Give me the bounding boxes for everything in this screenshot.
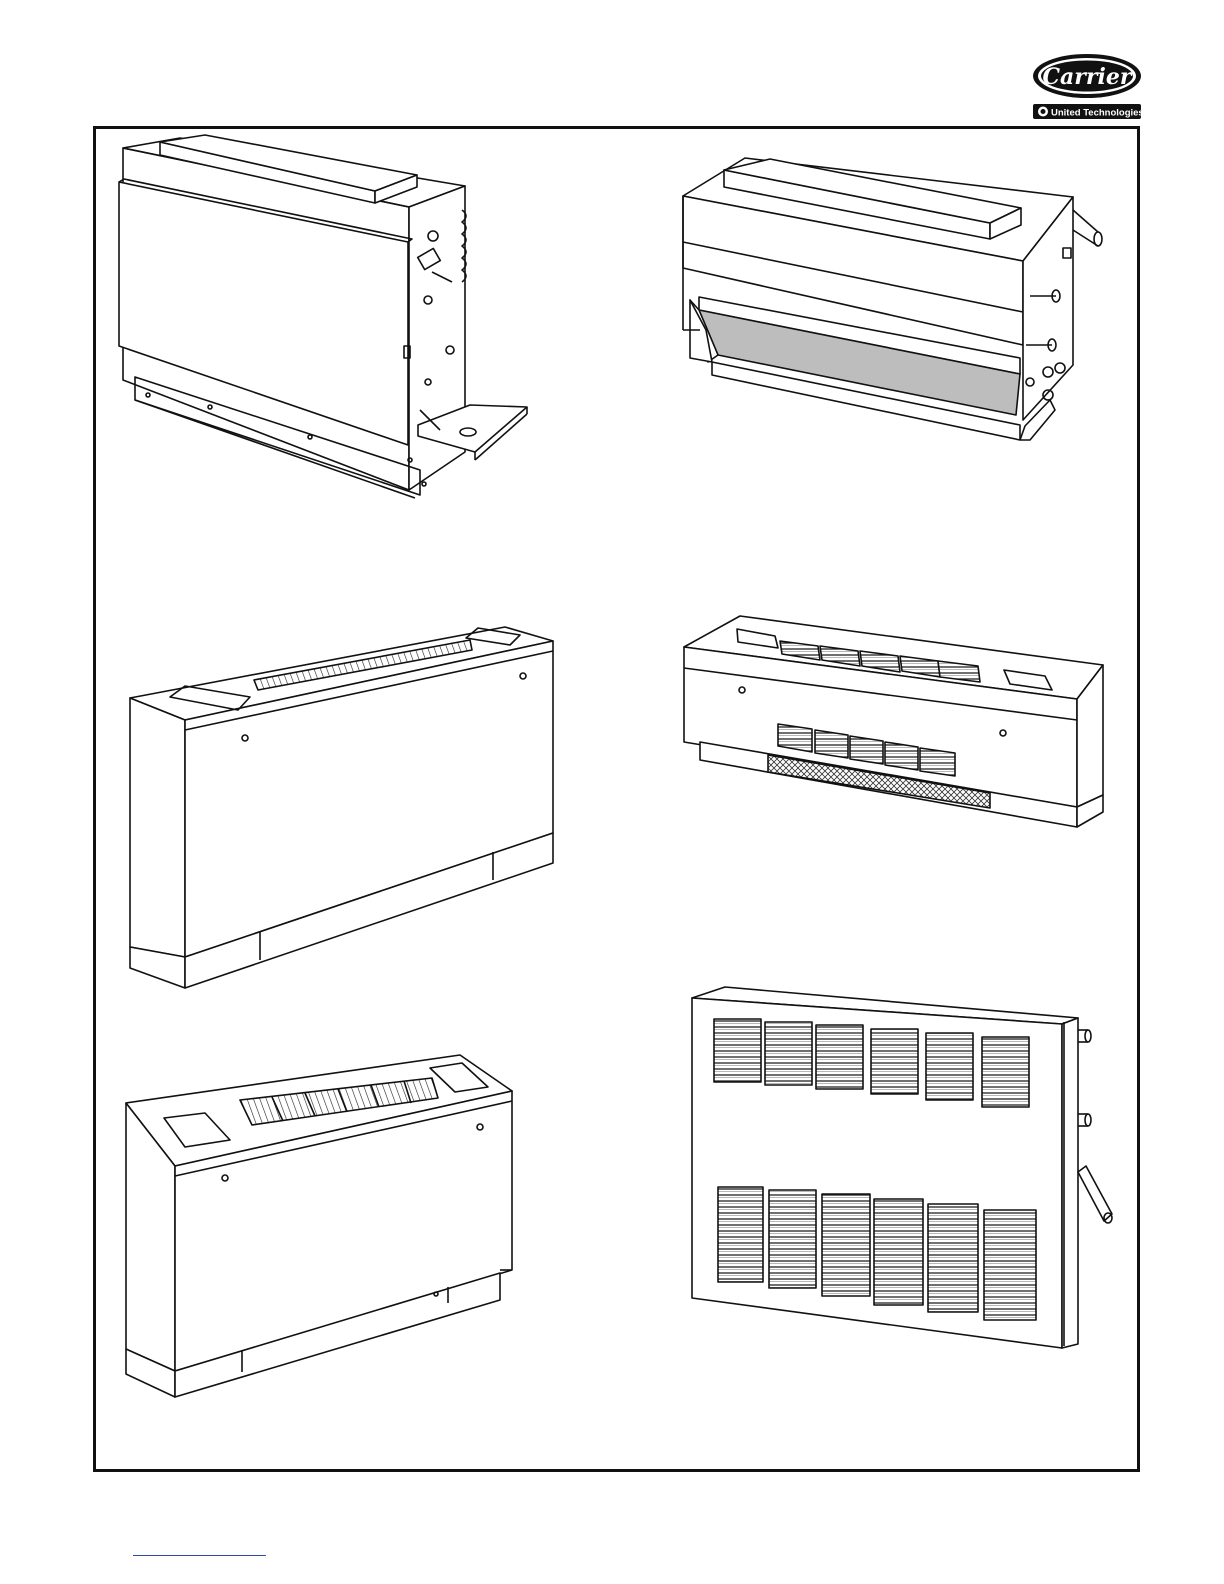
low-profile-cabinet-unit [684,616,1103,827]
vertical-cabinet-unit-slant-top [130,627,553,988]
ceiling-horizontal-unit [683,158,1102,440]
chassis-unit-open [119,135,527,498]
footer-rule [133,1555,266,1556]
vertical-cabinet-unit-grille-top [126,1055,512,1397]
wall-recessed-unit-louvered [692,987,1112,1348]
